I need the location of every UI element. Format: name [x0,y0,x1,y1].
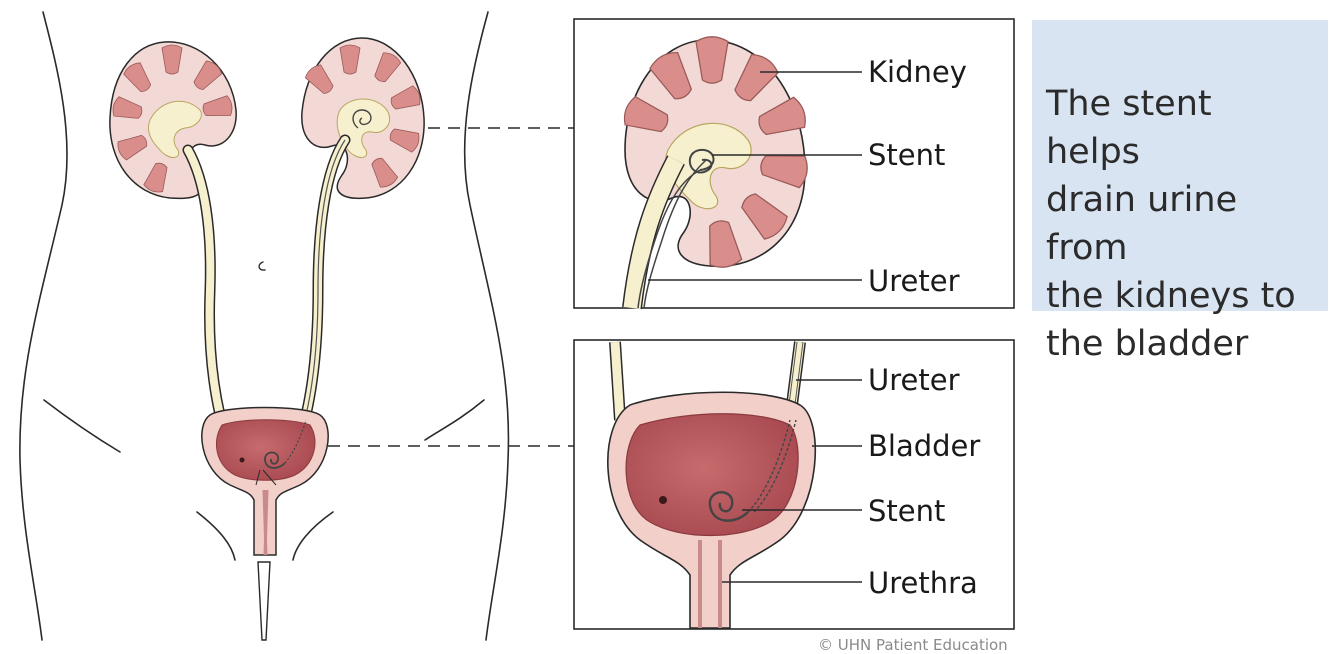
info-line-4: the bladder [1046,320,1314,368]
info-line-3: the kidneys to [1046,272,1314,320]
label-ureter-bottom: Ureter [868,363,960,397]
info-panel: The stent helps drain urine from the kid… [1032,20,1328,311]
body-ureters [188,140,345,415]
info-text: The stent helps drain urine from the kid… [1046,80,1314,368]
label-kidney: Kidney [868,55,967,89]
label-urethra: Urethra [868,566,978,600]
left-kidney [110,42,236,199]
right-kidney [302,38,424,198]
label-stent-bottom: Stent [868,494,945,528]
copyright-credit: © UHN Patient Education [818,636,1008,654]
label-stent-top: Stent [868,138,945,172]
urethra-body [258,562,270,640]
label-ureter-top: Ureter [868,264,960,298]
label-bladder: Bladder [868,429,980,463]
info-line-1: The stent helps [1046,80,1314,176]
info-line-2: drain urine from [1046,176,1314,272]
